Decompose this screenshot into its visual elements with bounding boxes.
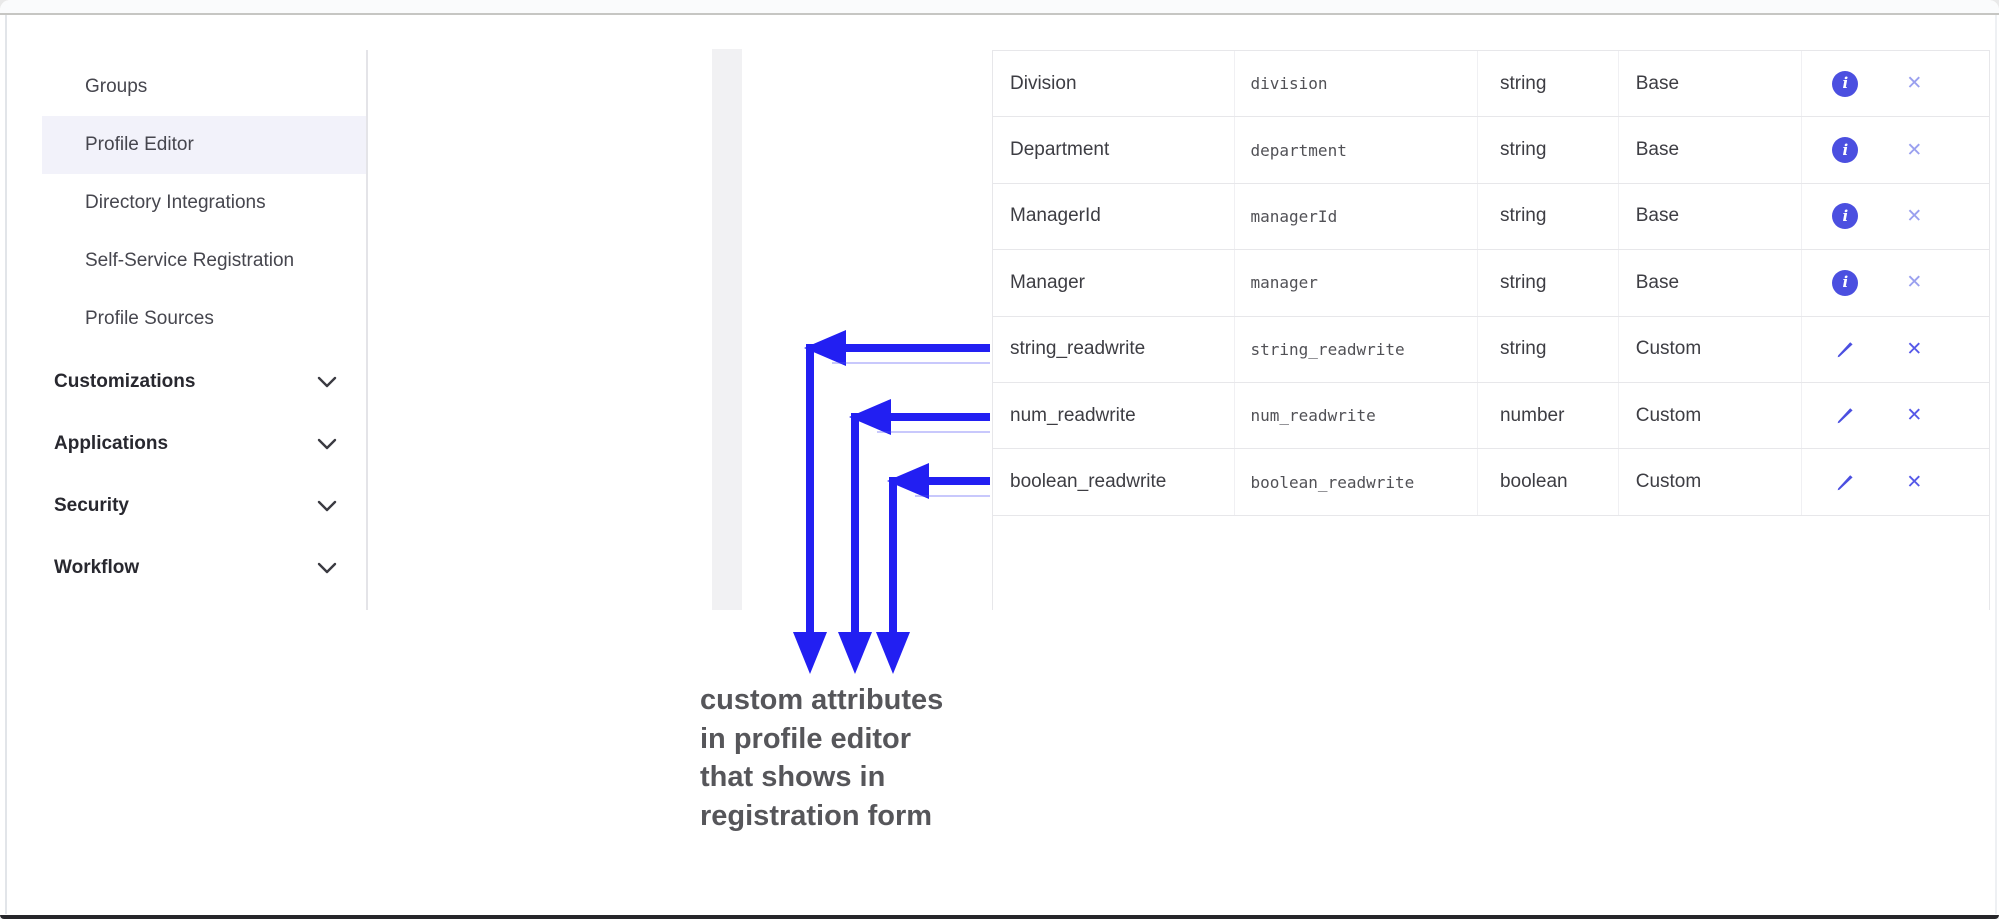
attribute-display-name: ManagerId <box>993 183 1235 250</box>
row-actions: ✕ <box>1802 449 1989 514</box>
attribute-variable-name: managerId <box>1235 183 1478 250</box>
info-icon[interactable]: i <box>1832 269 1859 296</box>
attribute-variable-name: department <box>1235 117 1478 183</box>
sidebar-item[interactable]: Profile Sources <box>42 290 366 348</box>
sidebar-item-label: Self-Service Registration <box>85 250 295 271</box>
remove-x-icon[interactable]: ✕ <box>1906 471 1923 493</box>
remove-x-icon[interactable]: ✕ <box>1906 272 1923 294</box>
row-actions: i ✕ <box>1802 51 1989 116</box>
attribute-source: Base <box>1619 250 1803 316</box>
row-actions: i ✕ <box>1802 250 1989 315</box>
attribute-display-name: string_readwrite <box>993 316 1235 382</box>
remove-x-icon[interactable]: ✕ <box>1906 338 1923 360</box>
caption-line: custom attributes <box>700 684 944 716</box>
window-bottom-edge <box>0 915 1999 919</box>
table-row: Division division string Base i ✕ <box>993 51 1989 118</box>
info-icon[interactable]: i <box>1832 70 1859 97</box>
info-icon[interactable]: i <box>1832 203 1859 230</box>
sidebar-section[interactable]: Customizations <box>0 351 366 413</box>
attribute-type: string <box>1478 51 1619 117</box>
attribute-source: Custom <box>1619 316 1803 382</box>
attribute-variable-name: manager <box>1235 250 1478 316</box>
sidebar-section[interactable]: Workflow <box>0 537 366 599</box>
sidebar-nav: Groups Profile Editor Directory Integrat… <box>0 58 366 348</box>
attribute-display-name: boolean_readwrite <box>993 449 1235 515</box>
remove-x-icon[interactable]: ✕ <box>1906 139 1923 161</box>
row-actions: i ✕ <box>1802 184 1989 249</box>
attribute-source: Base <box>1619 117 1803 183</box>
table-row: boolean_readwrite boolean_readwrite bool… <box>993 449 1989 516</box>
attribute-type: boolean <box>1478 449 1619 515</box>
window-left-edge <box>5 15 7 914</box>
profile-attributes-table: Division division string Base i ✕ Depart… <box>992 50 1990 610</box>
attribute-display-name: num_readwrite <box>993 382 1235 449</box>
chevron-down-icon <box>317 562 337 574</box>
attribute-display-name: Division <box>993 51 1235 117</box>
sidebar-item[interactable]: Profile Editor <box>42 116 366 174</box>
sidebar-item-label: Profile Editor <box>85 134 194 155</box>
row-actions: ✕ <box>1802 317 1989 382</box>
edit-pencil-icon[interactable] <box>1832 403 1858 429</box>
chevron-down-icon <box>317 438 337 450</box>
table-row: num_readwrite num_readwrite number Custo… <box>993 382 1989 450</box>
attribute-display-name: Manager <box>993 250 1235 316</box>
attribute-type: string <box>1478 250 1619 316</box>
sidebar-item-label: Profile Sources <box>85 308 214 329</box>
window-right-edge <box>1995 15 1997 914</box>
scrollbar[interactable] <box>712 49 742 610</box>
sidebar-section-label: Customizations <box>54 371 196 392</box>
table-row: Manager manager string Base i ✕ <box>993 250 1989 317</box>
chevron-down-icon <box>317 500 337 512</box>
attribute-type: string <box>1478 183 1619 250</box>
sidebar-sections: Customizations Applications Security Wor… <box>0 351 366 599</box>
edit-pencil-icon[interactable] <box>1832 469 1858 495</box>
remove-x-icon[interactable]: ✕ <box>1906 205 1923 227</box>
attribute-type: string <box>1478 117 1619 183</box>
attribute-display-name: Department <box>993 117 1235 183</box>
remove-x-icon[interactable]: ✕ <box>1906 73 1923 95</box>
sidebar-item[interactable]: Self-Service Registration <box>42 232 366 290</box>
attribute-source: Base <box>1619 183 1803 250</box>
attribute-source: Custom <box>1619 449 1803 515</box>
sidebar-item-label: Groups <box>85 76 148 97</box>
sidebar-section[interactable]: Applications <box>0 413 366 475</box>
sidebar-item[interactable]: Groups <box>42 58 366 116</box>
info-icon[interactable]: i <box>1832 137 1859 164</box>
table-row: Department department string Base i ✕ <box>993 117 1989 184</box>
edit-pencil-icon[interactable] <box>1832 336 1858 362</box>
sidebar-section-label: Workflow <box>54 557 140 578</box>
attribute-source: Custom <box>1619 382 1803 449</box>
caption-line: that shows in <box>700 761 886 793</box>
remove-x-icon[interactable]: ✕ <box>1906 405 1923 427</box>
caption-line: in profile editor <box>700 722 912 755</box>
sidebar-divider <box>366 50 368 610</box>
attribute-source: Base <box>1619 51 1803 117</box>
window-top-edge <box>0 0 1999 15</box>
row-actions: ✕ <box>1802 383 1989 448</box>
table-row: string_readwrite string_readwrite string… <box>993 316 1989 383</box>
attribute-type: string <box>1478 316 1619 382</box>
sidebar-item-label: Directory Integrations <box>85 192 266 213</box>
sidebar-section-label: Security <box>54 495 129 516</box>
attribute-variable-name: string_readwrite <box>1235 316 1478 382</box>
sidebar-section[interactable]: Security <box>0 475 366 537</box>
row-actions: i ✕ <box>1802 117 1989 182</box>
sidebar-section-label: Applications <box>54 433 169 454</box>
attribute-type: number <box>1478 382 1619 449</box>
sidebar-item[interactable]: Directory Integrations <box>42 174 366 232</box>
caption-line: registration form <box>700 799 933 832</box>
attribute-variable-name: num_readwrite <box>1235 382 1478 449</box>
annotation-caption: custom attributes in profile editor that… <box>700 681 943 835</box>
attribute-variable-name: division <box>1235 51 1478 117</box>
chevron-down-icon <box>317 376 337 388</box>
table-row: ManagerId managerId string Base i ✕ <box>993 183 1989 251</box>
attribute-variable-name: boolean_readwrite <box>1235 449 1478 515</box>
